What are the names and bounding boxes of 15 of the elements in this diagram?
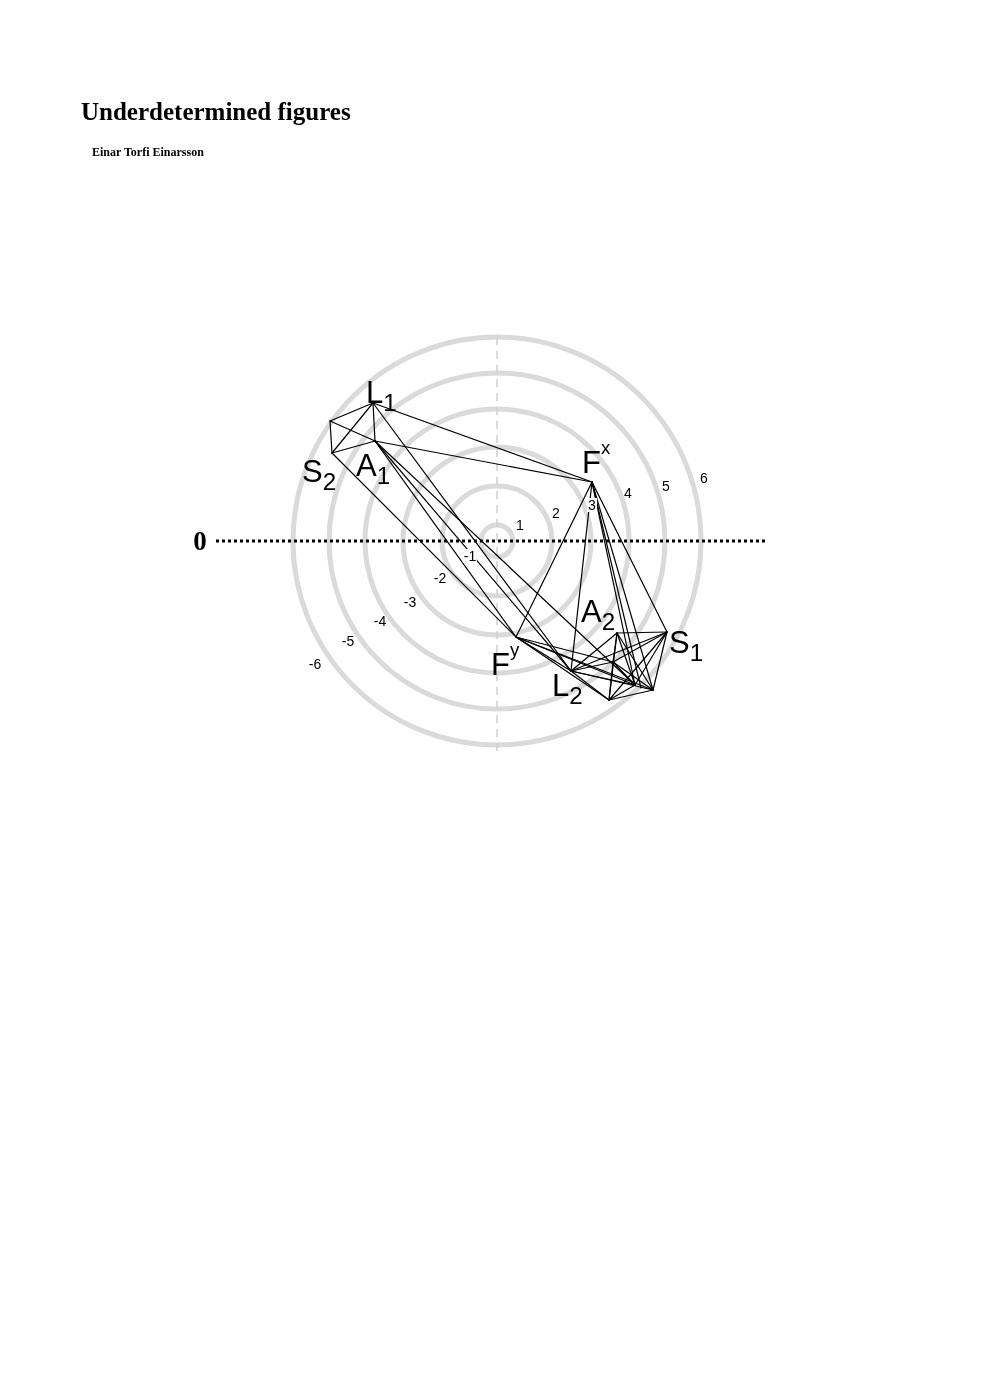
ring-number: -1: [462, 549, 478, 563]
ring-number: 5: [662, 479, 670, 493]
ring-number: -6: [308, 657, 322, 671]
ring-number: 1: [516, 518, 524, 532]
ring-number: 4: [624, 486, 632, 500]
ring-number: -3: [403, 595, 417, 609]
axis-label: 0: [193, 527, 207, 555]
author-name: Einar Torfi Einarsson: [92, 145, 204, 160]
ring-number: -5: [341, 634, 355, 648]
ring-number: -4: [373, 614, 387, 628]
ring-number: 6: [700, 471, 708, 485]
ring-number: -2: [433, 571, 447, 585]
ring-number: 2: [552, 506, 560, 520]
ring-number: 3: [587, 498, 597, 512]
title-heading: Underdetermined figures: [81, 97, 351, 127]
